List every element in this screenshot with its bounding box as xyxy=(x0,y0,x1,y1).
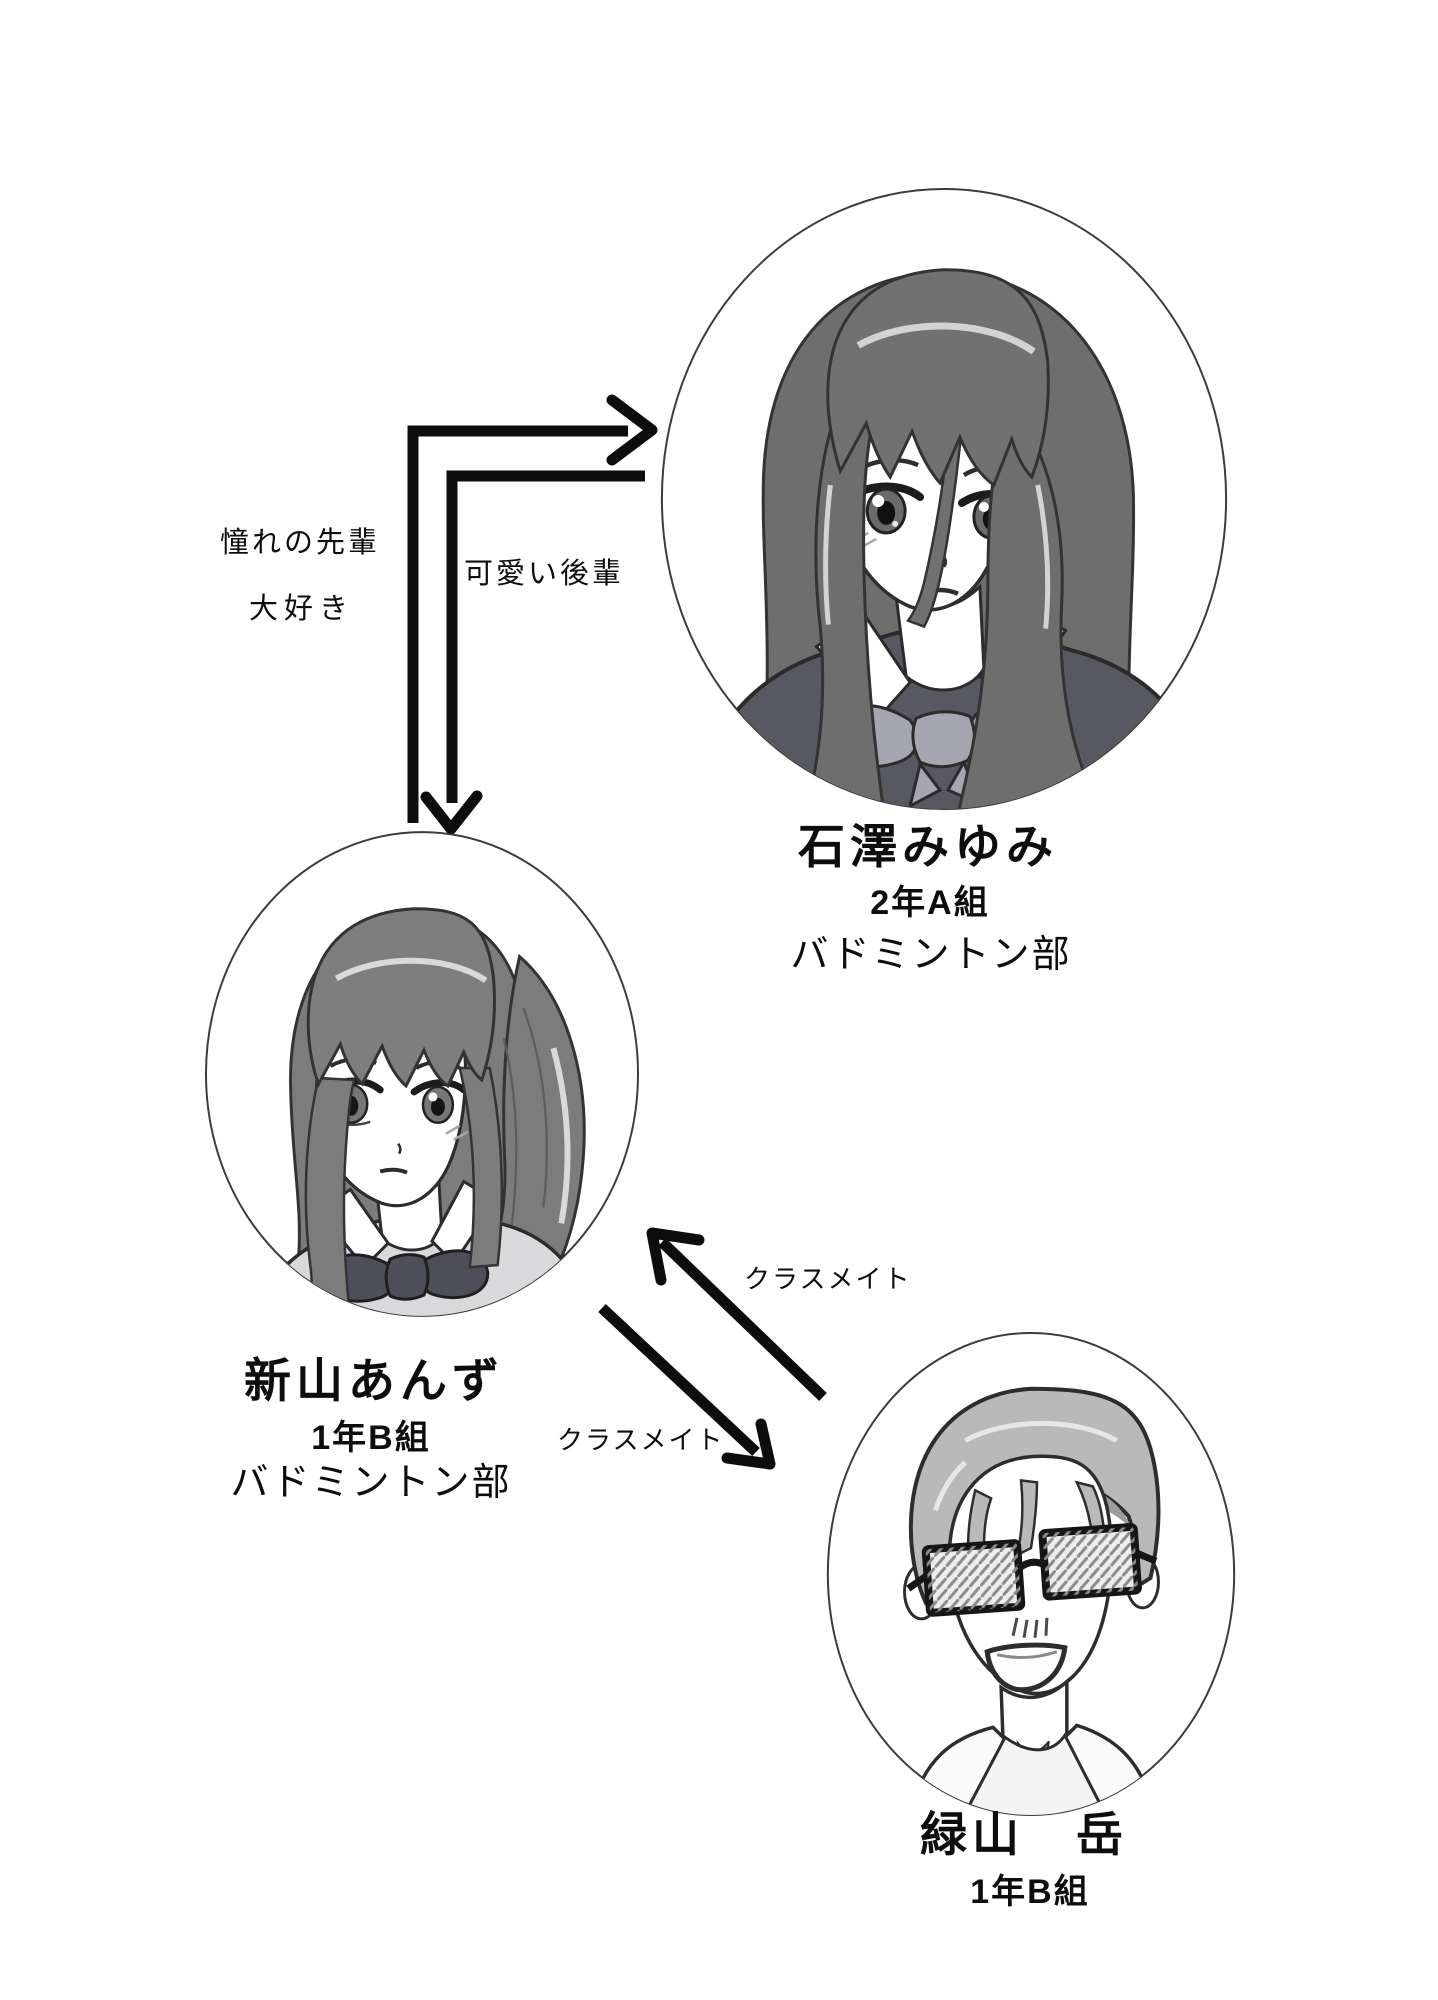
character-name: 新山あんず xyxy=(244,1354,504,1407)
arrow-niiyama-to-midoriyama xyxy=(598,1303,776,1470)
character-grade: 1年B組 xyxy=(970,1873,1090,1911)
character-name: 石澤みゆみ xyxy=(798,820,1058,873)
character-name: 緑山 岳 xyxy=(920,1808,1128,1861)
portrait-ishizawa-miyumi xyxy=(658,186,1230,814)
label-admired-senpai: 憧れの先輩 xyxy=(220,527,381,559)
label-cute-kouhai: 可愛い後輩 xyxy=(464,558,625,590)
portrait-midoriyama-gaku xyxy=(824,1331,1238,1817)
character-club: バドミントン部 xyxy=(230,1462,512,1504)
arrow-niiyama-to-ishizawa xyxy=(407,394,658,823)
label-daisuki: 大好き xyxy=(249,593,355,625)
arrow-ishizawa-to-niiyama xyxy=(420,470,645,835)
character-grade: 1年B組 xyxy=(311,1419,431,1457)
label-classmate-lower: クラスメイト xyxy=(557,1426,725,1455)
character-club: バドミントン部 xyxy=(790,934,1072,976)
portrait-niiyama-anzu xyxy=(203,829,641,1319)
label-classmate-upper: クラスメイト xyxy=(744,1265,912,1294)
character-grade: 2年A組 xyxy=(870,884,990,922)
glasses xyxy=(906,1523,1158,1617)
arrow-midoriyama-to-niiyama xyxy=(646,1227,827,1401)
